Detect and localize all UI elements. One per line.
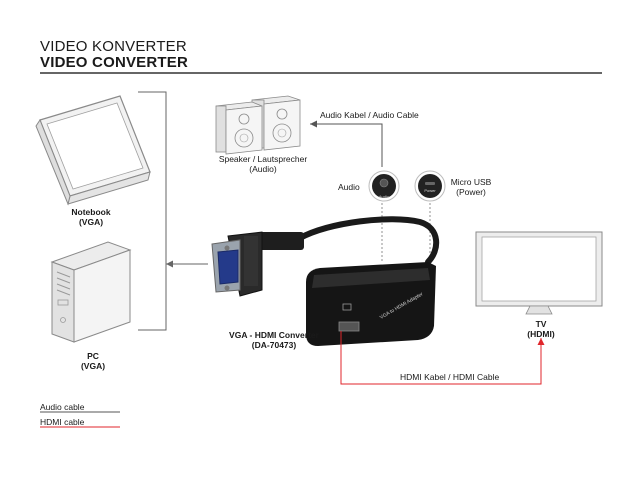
legend-audio-label: Audio cable xyxy=(40,402,85,412)
notebook-label: Notebook (VGA) xyxy=(56,207,126,227)
converter-label: VGA - HDMI Converter (DA-70473) xyxy=(222,330,326,350)
audio-port-label: Audio xyxy=(338,182,360,192)
notebook-name: Notebook xyxy=(71,207,111,217)
micro-usb-label: Micro USB (Power) xyxy=(446,177,496,197)
audio-port-print: Audio xyxy=(379,194,390,199)
converter-name: VGA - HDMI Converter xyxy=(229,330,319,340)
vga-cable xyxy=(297,216,440,265)
speaker-name: Speaker / Lautsprecher xyxy=(218,154,308,164)
tv-icon xyxy=(475,231,603,315)
pc-tower-icon xyxy=(50,241,132,343)
micro-usb-port-icon xyxy=(414,170,446,202)
audio-cable-line xyxy=(310,120,383,167)
converter-model: (DA-70473) xyxy=(251,340,297,350)
title-german: VIDEO KONVERTER xyxy=(40,38,187,55)
legend-hdmi-label: HDMI cable xyxy=(40,417,85,427)
source-bracket xyxy=(138,91,208,331)
hdmi-cable-label: HDMI Kabel / HDMI Cable xyxy=(400,372,500,382)
hdmi-cable-line xyxy=(340,331,545,385)
speaker-icon xyxy=(215,95,301,155)
tv-label: TV (HDMI) xyxy=(516,319,566,339)
speaker-label: Speaker / Lautsprecher (Audio) xyxy=(208,154,318,174)
notebook-port: (VGA) xyxy=(78,217,104,227)
title-divider xyxy=(40,72,602,74)
power-port-print: Power xyxy=(424,188,436,193)
audio-cable-label: Audio Kabel / Audio Cable xyxy=(320,110,419,120)
micro-usb-name: Micro USB xyxy=(450,177,492,187)
pc-port: (VGA) xyxy=(80,361,106,371)
converter-body xyxy=(306,262,436,346)
pc-label: PC (VGA) xyxy=(58,351,128,371)
speaker-port: (Audio) xyxy=(249,164,277,174)
notebook-icon xyxy=(35,95,151,206)
audio-jack-icon xyxy=(368,170,400,202)
vga-connector-icon xyxy=(211,231,304,297)
tv-name: TV xyxy=(535,319,547,329)
pc-name: PC xyxy=(87,351,99,361)
micro-usb-power: (Power) xyxy=(456,187,486,197)
tv-port: (HDMI) xyxy=(527,329,555,339)
title-english: VIDEO CONVERTER xyxy=(40,54,189,71)
